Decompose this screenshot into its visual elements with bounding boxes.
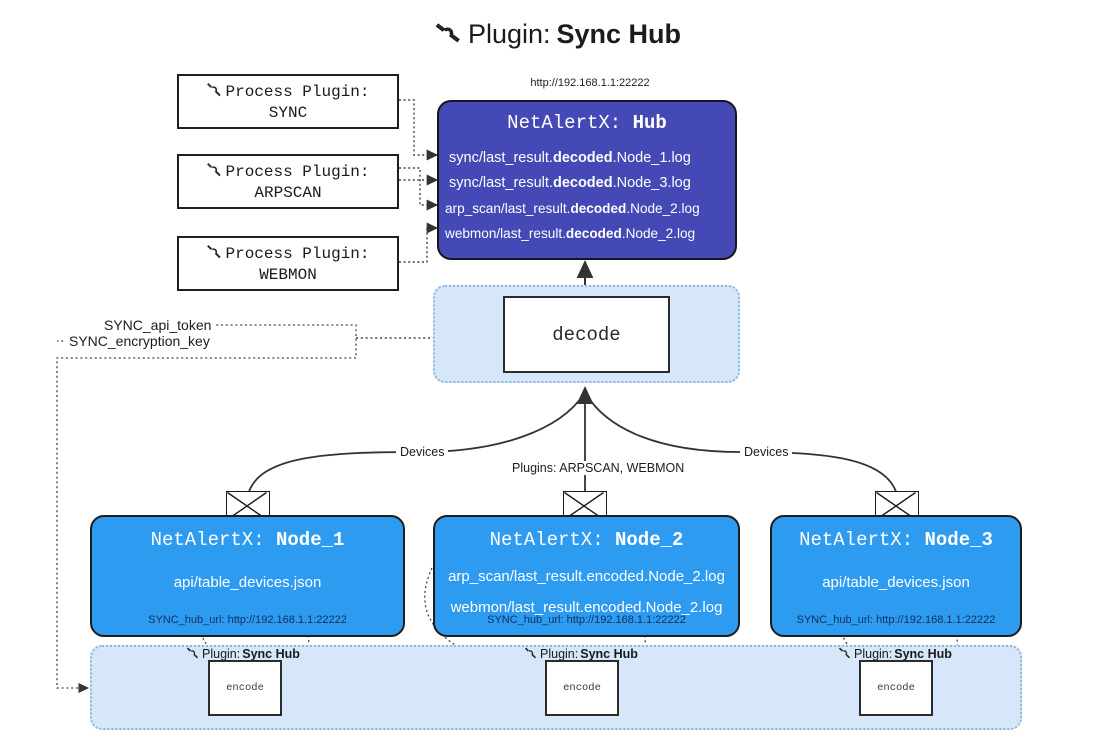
- hub-title: NetAlertX: Hub: [507, 112, 667, 134]
- node-file-list: api/table_devices.json: [92, 567, 403, 598]
- decode-box[interactable]: decode: [503, 296, 670, 373]
- process-plugin-label: Process Plugin:: [225, 162, 370, 181]
- hub-log-item: sync/last_result.decoded.Node_1.log: [449, 150, 691, 166]
- sync-api-token-label: SYNC_api_token: [101, 317, 215, 333]
- node-title: NetAlertX: Node_3: [799, 529, 993, 551]
- encode-box-node-3[interactable]: encode: [859, 660, 933, 716]
- node-file-item: webmon/last_result.encoded.Node_2.log: [450, 599, 723, 616]
- encoder-plugin-label: Plugin: Sync Hub: [186, 645, 300, 662]
- hub-url-label: http://192.168.1.1:22222: [530, 77, 650, 89]
- plug-icon: [206, 242, 223, 265]
- process-plugin-label: Process Plugin:: [225, 82, 370, 101]
- plug-icon: [206, 80, 223, 103]
- node-hub-url: SYNC_hub_url: http://192.168.1.1:22222: [148, 614, 347, 626]
- page-title-name: Sync Hub: [556, 19, 682, 49]
- node-box-node-3[interactable]: NetAlertX: Node_3 api/table_devices.json…: [770, 515, 1022, 637]
- plug-icon: [838, 645, 852, 662]
- edge-label-devices-left: Devices: [396, 445, 449, 459]
- process-plugin-box-sync[interactable]: Process Plugin: SYNC: [177, 74, 399, 129]
- plug-icon: [186, 645, 200, 662]
- process-plugin-name: WEBMON: [259, 266, 317, 284]
- node-file-list: api/table_devices.json: [772, 567, 1020, 598]
- encode-box-node-1[interactable]: encode: [208, 660, 282, 716]
- sync-encryption-key-label: SYNC_encryption_key: [66, 333, 213, 349]
- plug-icon: [206, 160, 223, 183]
- hub-log-item: webmon/last_result.decoded.Node_2.log: [445, 226, 696, 241]
- node-file-item: api/table_devices.json: [822, 574, 970, 591]
- hub-box[interactable]: NetAlertX: Hub sync/last_result.decoded.…: [437, 100, 737, 260]
- page-title: Plugin: Sync Hub: [0, 18, 1117, 51]
- hub-log-item: arp_scan/last_result.decoded.Node_2.log: [445, 201, 700, 216]
- node-hub-url: SYNC_hub_url: http://192.168.1.1:22222: [796, 614, 996, 626]
- process-plugin-name: ARPSCAN: [254, 184, 322, 202]
- encode-box-node-2[interactable]: encode: [545, 660, 619, 716]
- process-plugin-name: SYNC: [268, 104, 308, 122]
- node-title: NetAlertX: Node_2: [489, 529, 684, 551]
- encoder-plugin-label: Plugin: Sync Hub: [524, 645, 638, 662]
- process-plugin-box-webmon[interactable]: Process Plugin: WEBMON: [177, 236, 399, 291]
- process-plugin-label: Process Plugin:: [225, 244, 370, 263]
- plug-icon: [434, 16, 464, 52]
- node-file-item: arp_scan/last_result.encoded.Node_2.log: [448, 568, 725, 585]
- plug-icon: [524, 645, 538, 662]
- hub-log-list: sync/last_result.decoded.Node_1.log sync…: [439, 146, 735, 246]
- edge-label-plugins-middle: Plugins: ARPSCAN, WEBMON: [508, 461, 689, 475]
- encoder-plugin-label: Plugin: Sync Hub: [838, 645, 952, 662]
- hub-log-item: sync/last_result.decoded.Node_3.log: [449, 175, 691, 191]
- process-plugin-box-arpscan[interactable]: Process Plugin: ARPSCAN: [177, 154, 399, 209]
- node-box-node-2[interactable]: NetAlertX: Node_2 arp_scan/last_result.e…: [433, 515, 740, 637]
- node-box-node-1[interactable]: NetAlertX: Node_1 api/table_devices.json…: [90, 515, 405, 637]
- node-title: NetAlertX: Node_1: [150, 529, 345, 551]
- node-file-item: api/table_devices.json: [173, 574, 322, 591]
- node-file-list: arp_scan/last_result.encoded.Node_2.log …: [435, 561, 738, 623]
- page-title-prefix: Plugin:: [467, 19, 551, 49]
- node-hub-url: SYNC_hub_url: http://192.168.1.1:22222: [487, 614, 686, 626]
- edge-label-devices-right: Devices: [740, 445, 793, 459]
